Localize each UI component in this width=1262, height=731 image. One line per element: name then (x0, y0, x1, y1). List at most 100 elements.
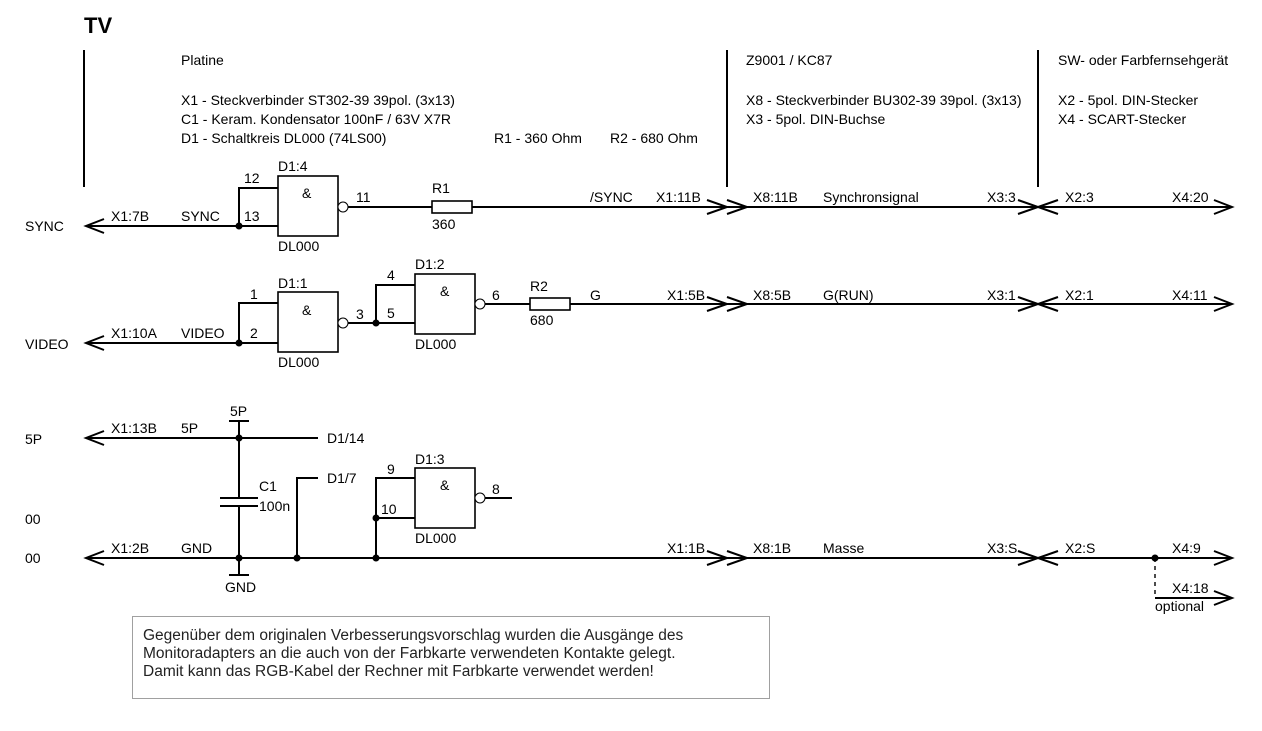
sync-pin-12: 12 (244, 170, 260, 186)
power-d14-label: D1/14 (327, 430, 365, 446)
video-junction-dot (235, 339, 243, 347)
video-pin-1: 1 (250, 286, 258, 302)
video-pin-4: 4 (387, 267, 395, 283)
sync-row: X1:7B SYNC 12 13 D1:4 & DL000 11 R1 360 … (83, 158, 1235, 254)
capacitor-c1-label: C1 (259, 478, 277, 494)
video-gate1-and-symbol: & (302, 302, 312, 318)
video-junction-dot-2 (372, 319, 380, 327)
video-chip2-label: DL000 (415, 336, 456, 352)
video-pin-5: 5 (387, 305, 395, 321)
gnd-signal-label: GND (181, 540, 212, 556)
video-pin-6: 6 (492, 287, 500, 303)
diagram-title: TV (84, 13, 112, 38)
video-x1-out-label: X1:5B (667, 287, 705, 303)
gnd-optional-label: optional (1155, 598, 1204, 614)
video-desc: G(RUN) (823, 287, 874, 303)
z9001-line-x8: X8 - Steckverbinder BU302-39 39pol. (3x1… (746, 92, 1021, 108)
platine-r2: R2 - 680 Ohm (610, 130, 698, 146)
note-line-1: Gegenüber dem originalen Verbesserungsvo… (143, 627, 684, 644)
video-x4-label: X4:11 (1172, 287, 1208, 303)
sync-x2-label: X2:3 (1065, 189, 1094, 205)
power-junction-dot (235, 434, 243, 442)
note-line-2: Monitoradapters an die auch von der Farb… (143, 645, 676, 662)
resistor-r2-value: 680 (530, 312, 554, 328)
gnd-x4b-label: X4:18 (1172, 580, 1209, 596)
video-x2-label: X2:1 (1065, 287, 1094, 303)
sync-output-label: /SYNC (590, 189, 633, 205)
z9001-line-x3: X3 - 5pol. DIN-Buchse (746, 111, 885, 127)
video-output-label: G (590, 287, 601, 303)
video-signal-label: VIDEO (181, 325, 225, 341)
video-gate1-label: D1:1 (278, 275, 308, 291)
nand-gate-d1-1 (277, 291, 339, 353)
video-x8-label: X8:5B (753, 287, 791, 303)
tv-heading: SW- oder Farbfernsehgerät (1058, 52, 1228, 68)
gnd-junction-dot-1 (235, 554, 243, 562)
gnd-row: X1:2B GND GND X1:1B X8:1B Masse X3:S X2:… (83, 506, 1235, 614)
power-pin-9: 9 (387, 461, 395, 477)
power-d7-label: D1/7 (327, 470, 357, 486)
sync-signal-label: SYNC (181, 208, 220, 224)
platine-line-x1: X1 - Steckverbinder ST302-39 39pol. (3x1… (181, 92, 455, 108)
video-x3-label: X3:1 (987, 287, 1016, 303)
sync-pin-11: 11 (356, 189, 371, 205)
sync-x8-label: X8:11B (753, 189, 798, 205)
resistor-r1 (431, 200, 473, 214)
tv-line-x4: X4 - SCART-Stecker (1058, 111, 1186, 127)
platine-line-d1: D1 - Schaltkreis DL000 (74LS00) (181, 130, 386, 146)
side-label-00-b: 00 (25, 550, 41, 566)
side-label-5p: 5P (25, 431, 42, 447)
power-gate-and-symbol: & (440, 477, 450, 493)
sync-junction-dot (235, 222, 243, 230)
power-pin-10: 10 (381, 501, 397, 517)
sync-inverter-bubble (337, 201, 349, 213)
power-pin-8: 8 (492, 481, 500, 497)
nand-gate-d1-3 (414, 467, 476, 529)
nand-gate-d1-2 (414, 273, 476, 335)
power-chip-label: DL000 (415, 530, 456, 546)
power-gate-label: D1:3 (415, 451, 445, 467)
gnd-bottom-label: GND (225, 579, 256, 595)
capacitor-c1-value: 100n (259, 498, 290, 514)
z9001-heading: Z9001 / KC87 (746, 52, 833, 68)
tv-line-x2: X2 - 5pol. DIN-Stecker (1058, 92, 1198, 108)
platine-line-c1: C1 - Keram. Kondensator 100nF / 63V X7R (181, 111, 451, 127)
gnd-x1-out-label: X1:1B (667, 540, 705, 556)
video-pin-2: 2 (250, 325, 258, 341)
power-signal-label: 5P (181, 420, 198, 436)
video-row: X1:10A VIDEO 1 2 D1:1 & DL000 3 4 5 D1:2… (83, 256, 1235, 370)
sync-gate-label: D1:4 (278, 158, 308, 174)
gnd-junction-dot-2 (293, 554, 301, 562)
sync-gate-and-symbol: & (302, 185, 312, 201)
gnd-x1-label: X1:2B (111, 540, 149, 556)
side-label-sync: SYNC (25, 218, 64, 234)
power-x1-label: X1:13B (111, 420, 157, 436)
video-chip1-label: DL000 (278, 354, 319, 370)
resistor-r2 (529, 297, 571, 311)
power-row: X1:13B 5P 5P D1/14 C1 100n D1/7 9 10 D1:… (83, 403, 512, 558)
platine-heading: Platine (181, 52, 224, 68)
video-gate2-label: D1:2 (415, 256, 445, 272)
nand-gate-d1-4 (277, 175, 339, 237)
resistor-r1-label: R1 (432, 180, 450, 196)
sync-x3-label: X3:3 (987, 189, 1016, 205)
gnd-x4-label: X4:9 (1172, 540, 1201, 556)
video-inverter-bubble-2 (474, 298, 486, 310)
sync-desc: Synchronsignal (823, 189, 919, 205)
gnd-x3-label: X3:S (987, 540, 1017, 556)
gnd-junction-dot-3 (372, 554, 380, 562)
gnd-x8-label: X8:1B (753, 540, 791, 556)
note-line-3: Damit kann das RGB-Kabel der Rechner mit… (143, 663, 654, 680)
gnd-desc: Masse (823, 540, 864, 556)
video-gate2-and-symbol: & (440, 283, 450, 299)
resistor-r2-label: R2 (530, 278, 548, 294)
video-x1-label: X1:10A (111, 325, 158, 341)
side-label-00-a: 00 (25, 511, 41, 527)
sync-x1-out-label: X1:11B (656, 189, 701, 205)
sync-x4-label: X4:20 (1172, 189, 1209, 205)
sync-x1-label: X1:7B (111, 208, 149, 224)
platine-r1: R1 - 360 Ohm (494, 130, 582, 146)
sync-pin-13: 13 (244, 208, 260, 224)
video-pin-3: 3 (356, 306, 364, 322)
